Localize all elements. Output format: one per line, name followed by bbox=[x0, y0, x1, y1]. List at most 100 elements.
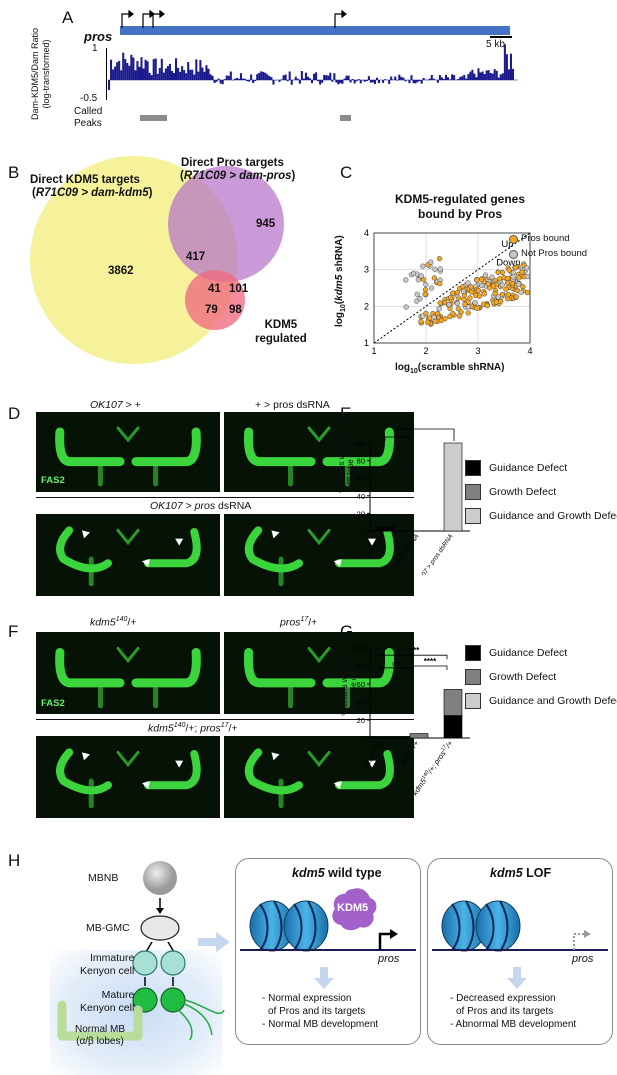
dam-ratio-bar bbox=[449, 79, 451, 80]
ratio-y-label-line2: (log-transformed) bbox=[41, 24, 52, 124]
scatter-point bbox=[429, 286, 434, 291]
scatter-point bbox=[490, 275, 495, 280]
venn-kdm5-title: Direct KDM5 targets bbox=[30, 174, 140, 186]
scatter-point bbox=[516, 276, 521, 281]
dam-ratio-bar bbox=[319, 80, 321, 85]
dam-ratio-bar bbox=[295, 77, 297, 80]
called-peaks-label: Called Peaks bbox=[74, 106, 102, 130]
dam-ratio-bar bbox=[254, 80, 256, 81]
f-label-pros: pros17/+ bbox=[280, 616, 317, 629]
scatter-point bbox=[483, 273, 488, 278]
dam-ratio-bar bbox=[287, 80, 289, 81]
scatter-point bbox=[505, 281, 510, 286]
panel-label-f: F bbox=[8, 622, 18, 642]
mbnb-cell bbox=[143, 861, 177, 895]
wt-down-arrow bbox=[312, 966, 336, 990]
legend-pros-bound-label: Pros bound bbox=[521, 233, 570, 244]
dam-ratio-bar bbox=[195, 59, 197, 80]
bracket-ns bbox=[379, 668, 413, 672]
dam-ratio-bar bbox=[244, 79, 246, 80]
dam-ratio-bar bbox=[136, 61, 138, 80]
dam-ratio-bar bbox=[354, 80, 356, 83]
dam-ratio-bar bbox=[124, 59, 126, 80]
dam-ratio-bar bbox=[429, 79, 431, 80]
dam-ratio-bar bbox=[270, 77, 272, 80]
y-tick-label: 0 bbox=[361, 527, 365, 536]
legend-item: Growth Defect bbox=[465, 669, 617, 685]
scatter-point bbox=[469, 284, 474, 289]
brain-lobes bbox=[36, 514, 220, 596]
dam-ratio-bar bbox=[108, 80, 110, 90]
dam-ratio-bar bbox=[484, 74, 486, 80]
venn-pros-title: Direct Pros targets bbox=[181, 157, 284, 169]
scatter-point bbox=[497, 276, 502, 281]
lof-gene-label: pros bbox=[572, 953, 593, 965]
ratio-y-min: -0.5 bbox=[80, 93, 97, 104]
dam-ratio-bar bbox=[201, 68, 203, 80]
category-label: pros17/+ bbox=[397, 738, 421, 767]
dam-ratio-bar bbox=[303, 79, 305, 80]
dam-ratio-bar bbox=[325, 75, 327, 80]
dam-ratio-bar bbox=[169, 64, 171, 80]
panel-label-d: D bbox=[8, 404, 20, 424]
dam-ratio-bar bbox=[256, 74, 258, 80]
scatter-point bbox=[455, 290, 460, 295]
pros-sub-genotype: R71C09 > dam-pros bbox=[184, 170, 292, 182]
f-dh-pros: pros bbox=[200, 723, 220, 735]
legend-label: Guidance Defect bbox=[489, 462, 567, 474]
dam-ratio-bar bbox=[350, 80, 352, 83]
dam-ratio-bar bbox=[490, 73, 492, 80]
dam-ratio-bar bbox=[496, 71, 498, 80]
dam-ratio-bar bbox=[165, 68, 167, 80]
dam-ratio-bar bbox=[443, 79, 445, 80]
scatter-xtick: 1 bbox=[371, 346, 376, 356]
dam-ratio-bar bbox=[321, 80, 323, 83]
scatter-ylabel-gene: kdm5 bbox=[334, 275, 345, 301]
scatter-point bbox=[466, 311, 471, 316]
scatter-point bbox=[475, 306, 480, 311]
scatter-point bbox=[476, 288, 481, 293]
label-mature: Mature Kenyon cell bbox=[80, 989, 134, 1015]
ratio-y-label: Dam-KDM5/Dam Ratio (log-transformed) bbox=[30, 24, 52, 124]
dam-ratio-bar bbox=[258, 73, 260, 80]
label-immature-1: Immature bbox=[80, 952, 134, 965]
bracket-sig-1 bbox=[379, 655, 447, 659]
dam-ratio-bar bbox=[210, 74, 212, 80]
dam-ratio-bar bbox=[372, 80, 374, 82]
dam-ratio-bar bbox=[378, 80, 380, 83]
dam-ratio-bar bbox=[151, 75, 153, 80]
label-normal-mb-2: (α/β lobes) bbox=[75, 1036, 125, 1048]
dam-ratio-bar bbox=[473, 74, 475, 80]
scatter-point bbox=[415, 292, 420, 297]
dam-ratio-bar bbox=[262, 72, 264, 80]
bar-segment bbox=[444, 443, 462, 531]
scatter-point bbox=[479, 283, 484, 288]
dam-ratio-bar bbox=[374, 80, 376, 84]
dam-ratio-bar bbox=[360, 80, 362, 83]
d-kd-driver: OK107 bbox=[150, 500, 183, 512]
dam-ratio-bar bbox=[341, 80, 343, 84]
scatter-ytick: 4 bbox=[364, 228, 369, 238]
f-pros-rest: /+ bbox=[308, 617, 317, 629]
f-label-double-het: kdm5140/+; pros17/+ bbox=[148, 722, 238, 735]
d-kd-dsrna: dsRNA bbox=[215, 500, 251, 512]
category-label: OK107 > pros dsRNA bbox=[413, 533, 455, 575]
scatter-point bbox=[511, 275, 516, 280]
dam-ratio-bar bbox=[402, 78, 404, 80]
venn-count-kdm5-pros: 417 bbox=[186, 251, 205, 263]
dam-ratio-bar bbox=[410, 75, 412, 80]
dam-ratio-bar bbox=[457, 79, 459, 80]
dam-ratio-bar bbox=[226, 75, 228, 80]
lof-title-rest: LOF bbox=[523, 866, 551, 880]
g-ylabel-line1: % brains with α/β bbox=[340, 645, 349, 725]
dam-ratio-bar bbox=[337, 80, 339, 84]
y-tick-label: 60 bbox=[357, 474, 365, 483]
scatter-point bbox=[498, 299, 503, 304]
scatter-xtick: 4 bbox=[527, 346, 532, 356]
dam-ratio-bar bbox=[394, 77, 396, 80]
panel-label-e: E bbox=[340, 404, 351, 424]
immature-kc-2 bbox=[161, 951, 185, 975]
lof-outcome: - Decreased expression of Pros and its t… bbox=[450, 992, 576, 1031]
